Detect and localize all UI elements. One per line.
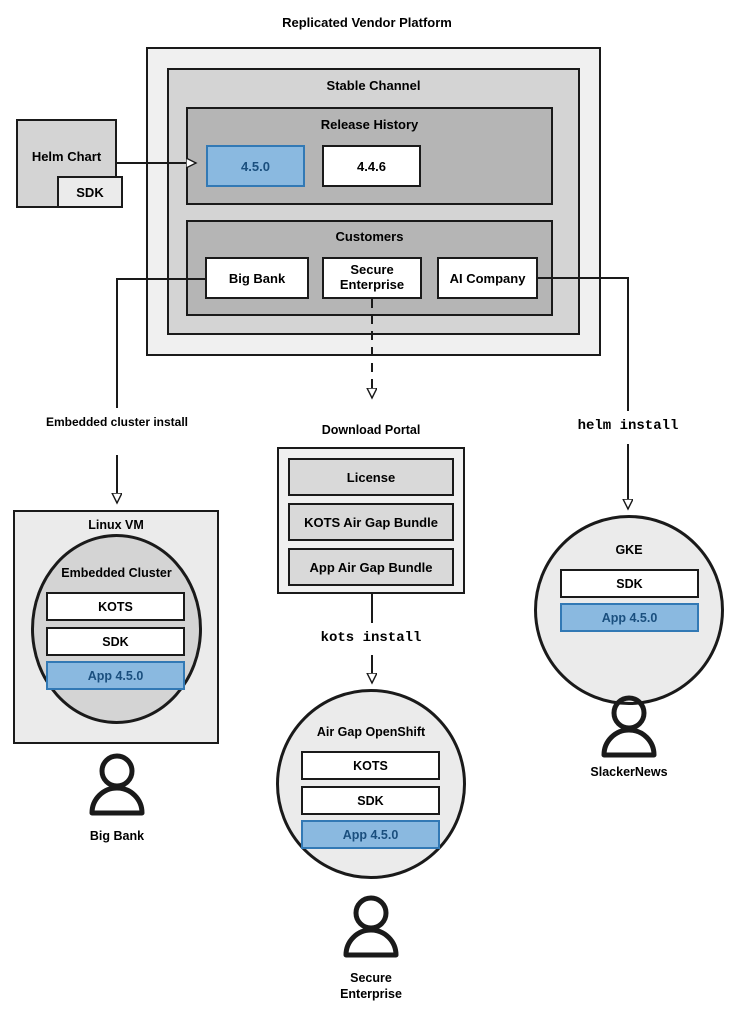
customers-title: Customers [335, 229, 404, 244]
stable-channel-title: Stable Channel [326, 78, 421, 93]
release-version-4-5-0[interactable]: 4.5.0 [206, 145, 305, 187]
person-icon-big-bank [89, 753, 145, 816]
linux-vm-component-kots[interactable]: KOTS [46, 592, 185, 621]
gke-customer-label: SlackerNews [590, 765, 668, 779]
diagram-title: Replicated Vendor Platform [282, 15, 452, 30]
air-gap-openshift-component-kots[interactable]: KOTS [301, 751, 440, 780]
air-gap-openshift-title: Air Gap OpenShift [316, 725, 426, 739]
air-gap-openshift-component-app[interactable]: App 4.5.0 [301, 820, 440, 849]
customer-big-bank[interactable]: Big Bank [205, 257, 309, 299]
download-portal-artifact-kots-air-gap-bundle[interactable]: KOTS Air Gap Bundle [288, 503, 454, 541]
gke-title: GKE [615, 543, 643, 557]
air-gap-openshift-customer-label-line1: Secure [350, 971, 392, 985]
air-gap-openshift-customer-label-line2: Enterprise [340, 987, 402, 1001]
air-gap-openshift-circle [276, 689, 466, 879]
person-icon-secure-enterprise [343, 895, 399, 958]
download-portal-artifact-app-air-gap-bundle[interactable]: App Air Gap Bundle [288, 548, 454, 586]
linux-vm-title: Linux VM [88, 518, 144, 532]
release-version-4-4-6[interactable]: 4.4.6 [322, 145, 421, 187]
customer-secure-enterprise[interactable]: Secure Enterprise [322, 257, 422, 299]
gke-component-sdk[interactable]: SDK [560, 569, 699, 598]
embedded-cluster-title: Embedded Cluster [61, 566, 172, 580]
linux-vm-customer-label: Big Bank [89, 829, 145, 843]
linux-vm-component-app[interactable]: App 4.5.0 [46, 661, 185, 690]
air-gap-openshift-component-sdk[interactable]: SDK [301, 786, 440, 815]
release-history-title: Release History [320, 117, 419, 132]
edge-label-kots-install: kots install [320, 630, 422, 646]
download-portal-artifact-license[interactable]: License [288, 458, 454, 496]
gke-component-app[interactable]: App 4.5.0 [560, 603, 699, 632]
customer-ai-company[interactable]: AI Company [437, 257, 538, 299]
download-portal-title: Download Portal [321, 423, 421, 437]
helm-chart-sdk-box[interactable]: SDK [57, 176, 123, 208]
edge-label-helm-install: helm install [577, 418, 679, 434]
edge-label-embedded-cluster-install: Embedded cluster install [45, 415, 189, 429]
linux-vm-component-sdk[interactable]: SDK [46, 627, 185, 656]
person-icon-slackernews [601, 695, 657, 758]
